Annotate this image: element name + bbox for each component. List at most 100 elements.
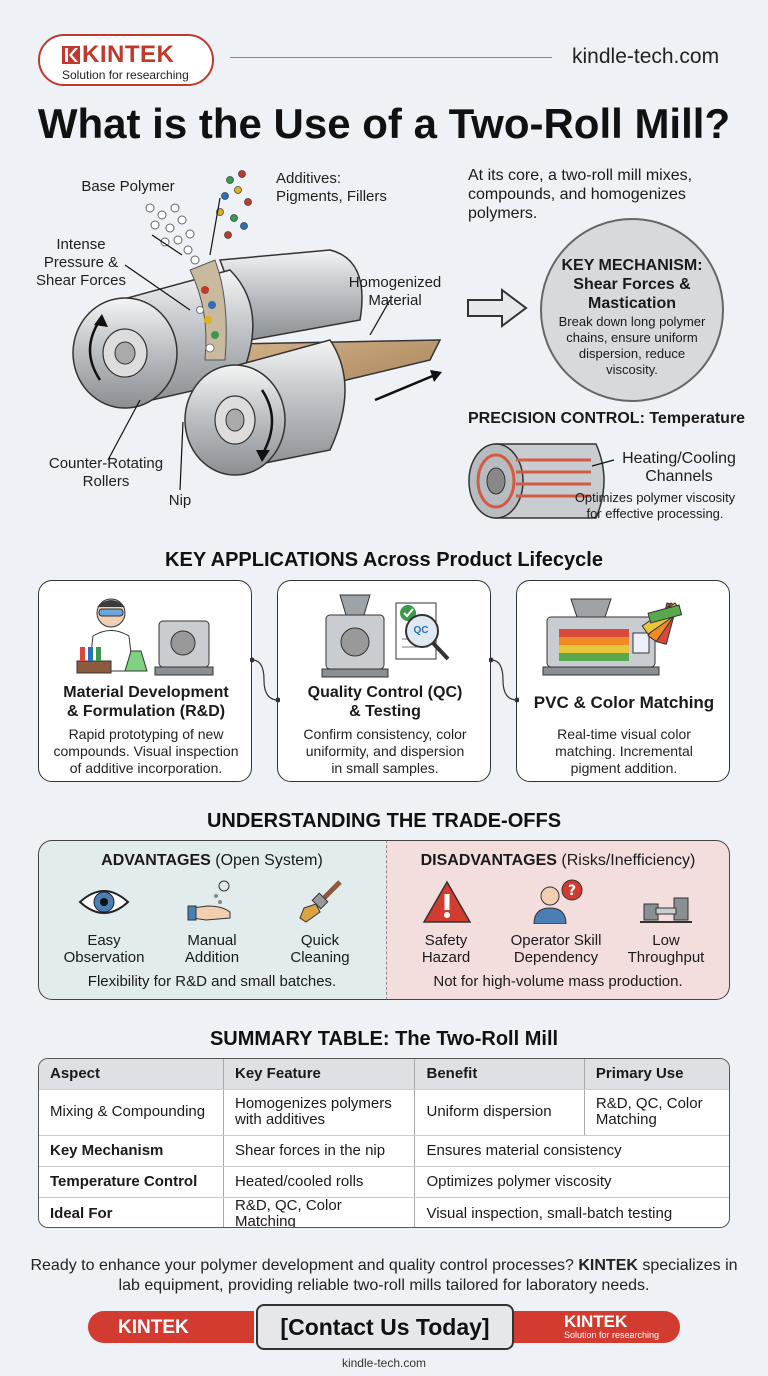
adv-obs-l2: Observation (63, 949, 145, 966)
table-cell: Visual inspection, small-batch testing (426, 1204, 673, 1222)
table-header-benefit: Benefit (414, 1059, 585, 1090)
footer-site-url[interactable]: kindle-tech.com (341, 1356, 427, 1370)
app-rnd-d3: of additive incorporation. (69, 760, 223, 776)
dis-label-skill: Operator Skill Dependency (496, 932, 616, 966)
precision-desc: Optimizes polymer viscosity for effectiv… (560, 490, 750, 522)
precision-d2: for effective processing. (586, 506, 724, 521)
eye-icon (78, 890, 130, 914)
disadvantages-heading-bold: DISADVANTAGES (420, 852, 557, 869)
table-header-feature: Key Feature (223, 1059, 416, 1090)
label-additives-line2: Pigments, Fillers (276, 188, 387, 205)
app-qc-t2: & Testing (349, 703, 421, 720)
table-header-aspect: Aspect (39, 1059, 224, 1090)
mechanism-h2: Shear Forces & (573, 276, 691, 293)
label-additives-line1: Additives: (276, 170, 342, 187)
summary-table: Aspect Key Feature Benefit Primary Use M… (38, 1058, 730, 1228)
table-row: Temperature Control Heated/cooled rolls … (39, 1166, 729, 1198)
table-row: Key Mechanism Shear forces in the nip En… (39, 1135, 729, 1167)
table-cell: Temperature Control (39, 1166, 224, 1198)
mechanism-h1: KEY MECHANISM: (561, 257, 703, 274)
logo-tagline: Solution for researching (62, 68, 189, 82)
table-cell: Optimizes polymer viscosity (414, 1166, 729, 1198)
mechanism-d1: Break down long polymer (558, 314, 706, 329)
contact-us-button[interactable]: [Contact Us Today] (256, 1304, 514, 1350)
logo-brand-text: KINTEK (82, 41, 175, 68)
base-polymer-pellets (145, 203, 200, 265)
adv-label-manual: Manual Addition (152, 932, 272, 966)
app-qc-d3: in small samples. (331, 760, 439, 776)
qc-badge: QC (413, 625, 429, 636)
app-rnd-t2: & Formulation (R&D) (66, 703, 226, 720)
label-homog-line1: Homogenized (348, 274, 442, 291)
advantages-heading-rest: (Open System) (215, 852, 323, 869)
cleaning-brush-icon (299, 880, 342, 923)
page-title: What is the Use of a Two-Roll Mill? (37, 100, 731, 147)
scientist-lab-icon (76, 598, 214, 676)
disadvantages-note: Not for high-volume mass production. (433, 973, 683, 990)
operator-question-icon: ? (533, 879, 583, 924)
table-row: Ideal For R&D, QC, Color Matching Visual… (39, 1197, 729, 1227)
table-cell: Ideal For (39, 1197, 224, 1227)
label-heating-line1: Heating/Cooling (622, 450, 736, 467)
table-cell: Ensures material consistency (414, 1135, 729, 1167)
intro-text: At its core, a two-roll mill mixes, comp… (468, 166, 748, 223)
footer-text-brand: KINTEK (578, 1257, 638, 1274)
key-mechanism-heading: KEY MECHANISM: Shear Forces & Masticatio… (548, 256, 716, 313)
dis-skill-l1: Operator Skill (510, 932, 602, 949)
low-throughput-icon (640, 897, 692, 923)
label-nip: Nip (168, 492, 192, 509)
mechanism-d2: chains, ensure uniform (566, 330, 698, 345)
site-url[interactable]: kindle-tech.com (572, 45, 720, 68)
precision-d1: Optimizes polymer viscosity (574, 490, 736, 505)
adv-label-cleaning: Quick Cleaning (260, 932, 380, 966)
app-card-qc: QC Quality Control (QC) & Testing Confir… (277, 580, 491, 782)
kintek-logo[interactable]: KINTEK Solution for researching (38, 34, 214, 86)
label-pressure-line3: Shear Forces (35, 272, 127, 289)
adv-manual-l2: Addition (184, 949, 240, 966)
right-arrow-icon (467, 288, 528, 328)
table-cell: Homogenizes polymers with additives (223, 1089, 416, 1136)
dis-label-safety: Safety Hazard (386, 932, 506, 966)
mechanism-d3: dispersion, reduce (578, 346, 686, 361)
nip-material (189, 259, 227, 361)
label-additives: Additives: Pigments, Fillers (276, 170, 406, 206)
mechanism-d4: viscosity. (606, 362, 658, 377)
app-card-qc-desc: Confirm consistency, color uniformity, a… (278, 726, 492, 777)
adv-manual-l1: Manual (187, 932, 237, 949)
advantages-note: Flexibility for R&D and small batches. (87, 973, 337, 990)
rotation-arrow-right (260, 389, 274, 456)
disadvantages-heading-rest: (Risks/Inefficiency) (561, 852, 696, 869)
disadvantages-heading: DISADVANTAGES (Risks/Inefficiency) (386, 852, 730, 870)
app-rnd-d2: compounds. Visual inspection (53, 743, 239, 759)
table-cell: Heated/cooled rolls (223, 1166, 416, 1198)
label-base-polymer: Base Polymer (81, 178, 175, 195)
dis-safety-l2: Hazard (421, 949, 471, 966)
warning-icon (422, 880, 472, 923)
dis-throughput-l1: Low (652, 932, 680, 949)
label-rollers-line1: Counter-Rotating (48, 455, 164, 472)
intro-line2: compounds, and homogenizes (468, 186, 686, 203)
app-card-rnd-title: Material Development & Formulation (R&D) (39, 683, 253, 721)
footer-cta-text: Ready to enhance your polymer developmen… (20, 1256, 748, 1296)
two-roll-mill-diagram (72, 170, 442, 491)
qc-inspection-icon (321, 594, 450, 678)
dis-throughput-l2: Throughput (627, 949, 705, 966)
app-card-rnd: Material Development & Formulation (R&D)… (38, 580, 252, 782)
app-card-qc-title: Quality Control (QC) & Testing (278, 683, 492, 721)
table-cell: Key Mechanism (39, 1135, 224, 1167)
label-pressure-shear: Intense Pressure & Shear Forces (26, 236, 136, 290)
heated-roll-cutaway-icon (468, 443, 615, 519)
app-pvc-d3: pigment addition. (570, 760, 678, 776)
label-heating-channels: Heating/Cooling Channels (606, 450, 752, 486)
upper-roller (218, 249, 363, 341)
footer-text1: Ready to enhance your polymer developmen… (30, 1257, 574, 1274)
footer-brand-right-text: KINTEK (564, 1312, 628, 1331)
mechanism-h3: Mastication (587, 295, 676, 312)
label-rollers-line2: Rollers (82, 473, 130, 490)
adv-label-observation: Easy Observation (44, 932, 164, 966)
table-header-row: Aspect Key Feature Benefit Primary Use (39, 1059, 729, 1090)
table-cell: Shear forces in the nip (223, 1135, 416, 1167)
output-arrow (374, 373, 436, 402)
intro-line1: At its core, a two-roll mill mixes, (468, 167, 693, 184)
app-rnd-t1: Material Development (63, 684, 229, 701)
